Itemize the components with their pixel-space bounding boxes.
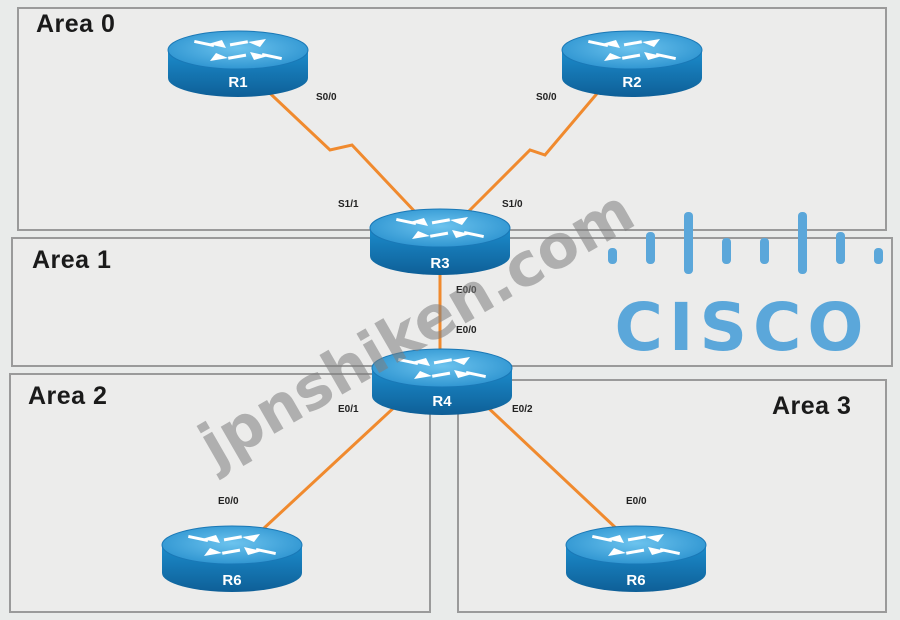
iface-r4-e0-2: E0/2: [512, 404, 533, 415]
area-0-label: Area 0: [36, 10, 116, 38]
ethernet-link-r4-r6-right: [480, 400, 620, 532]
area-3-label: Area 3: [772, 392, 852, 420]
iface-r3-s1-1: S1/1: [338, 199, 359, 210]
router-r2: R2: [561, 30, 703, 98]
area-2-label: Area 2: [28, 382, 108, 410]
router-r6-left-label: R6: [222, 572, 241, 589]
iface-r1-s0-0: S0/0: [316, 92, 337, 103]
iface-r3-s1-0: S1/0: [502, 199, 523, 210]
iface-r2-s0-0: S0/0: [536, 92, 557, 103]
cisco-wordmark: CISCO: [614, 289, 869, 366]
iface-r4-e0-1: E0/1: [338, 404, 359, 415]
area-3-box: [457, 379, 887, 613]
router-r3-label: R3: [430, 255, 449, 272]
router-r3: R3: [369, 208, 511, 276]
router-r4: R4: [371, 348, 513, 416]
serial-link-r2-r3: [463, 89, 602, 217]
router-r6-right: R6: [565, 525, 707, 593]
iface-r6-left-e0-0: E0/0: [218, 496, 239, 507]
router-r1: R1: [167, 30, 309, 98]
router-r2-label: R2: [622, 74, 641, 91]
cisco-bars-icon: [608, 212, 883, 274]
iface-r4-e0-0: E0/0: [456, 325, 477, 336]
iface-r6-right-e0-0: E0/0: [626, 496, 647, 507]
ethernet-link-r4-r6-left: [260, 400, 402, 532]
router-r1-label: R1: [228, 74, 247, 91]
cisco-logo: CISCO: [608, 212, 883, 366]
router-r4-label: R4: [432, 393, 452, 410]
iface-r3-e0-0: E0/0: [456, 285, 477, 296]
area-1-label: Area 1: [32, 246, 112, 274]
serial-link-r1-r3: [256, 80, 420, 217]
area-0-box: [17, 7, 887, 231]
router-r6-left: R6: [161, 525, 303, 593]
router-r6-right-label: R6: [626, 572, 645, 589]
